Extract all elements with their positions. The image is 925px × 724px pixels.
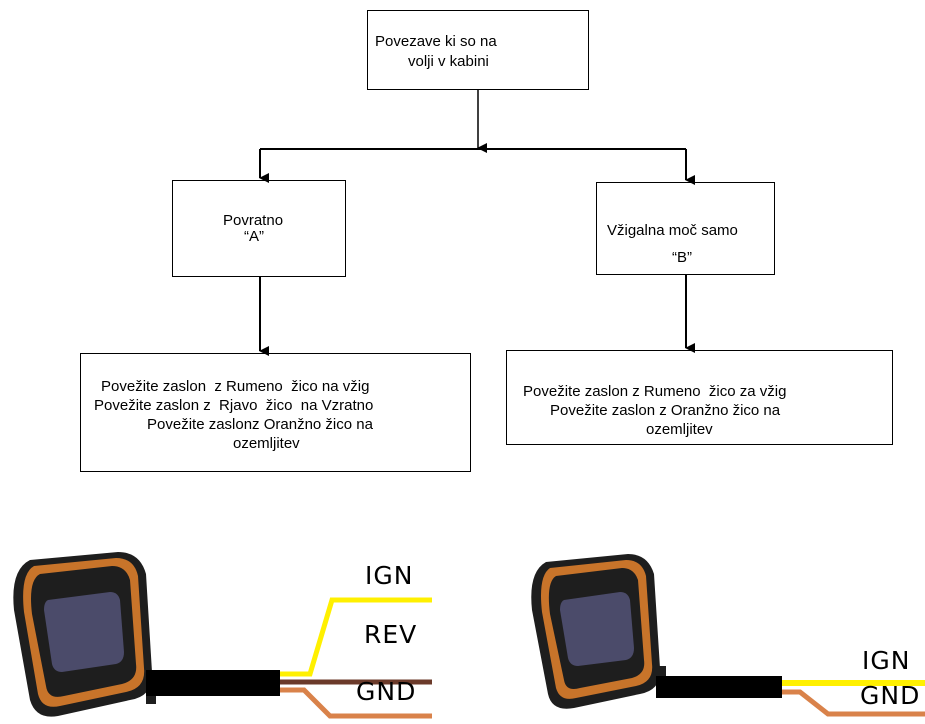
top-box-line1: Povezave ki so na [375, 33, 497, 50]
left-box-line1: Povratno [223, 212, 284, 229]
left-result-line4: ozemljitev [233, 435, 300, 452]
top-box: Povezave ki so na volji v kabini [367, 10, 589, 90]
left-ign-label: IGN [365, 561, 413, 590]
left-display-screen [44, 592, 124, 672]
right-result-line1: Povežite zaslon z Rumeno žico za vžig [523, 383, 787, 400]
right-display-screen [560, 592, 634, 666]
left-gnd-label: GND [356, 677, 416, 706]
right-result-box: Povežite zaslon z Rumeno žico za vžig Po… [506, 350, 893, 445]
right-box-line2: “B” [672, 249, 692, 266]
left-display-device [13, 552, 156, 717]
right-gnd-label: GND [860, 681, 920, 710]
left-box-line2: “A” [244, 228, 264, 245]
right-box: Vžigalna moč samo “B” [596, 182, 775, 275]
right-box-line1: Vžigalna moč samo [607, 222, 738, 239]
left-result-line1: Povežite zaslon z Rumeno žico na vžig [101, 378, 370, 395]
right-result-line2: Povežite zaslon z Oranžno žico na [550, 402, 781, 419]
right-cable [656, 676, 782, 698]
left-gnd-wire [280, 687, 432, 719]
top-box-line2: volji v kabini [408, 53, 489, 70]
left-result-line3: Povežite zaslonz Oranžno žico na [147, 416, 373, 433]
right-gnd-wire [782, 689, 925, 717]
right-result-line3: ozemljitev [646, 421, 713, 438]
left-ign-wire [280, 597, 432, 677]
left-cable [146, 670, 280, 696]
left-result-box: Povežite zaslon z Rumeno žico na vžig Po… [80, 353, 471, 472]
right-ign-label: IGN [862, 646, 910, 675]
right-display-device [531, 554, 666, 709]
left-result-line2: Povežite zaslon z Rjavo žico na Vzratno [94, 397, 374, 414]
left-rev-label: REV [364, 620, 417, 649]
